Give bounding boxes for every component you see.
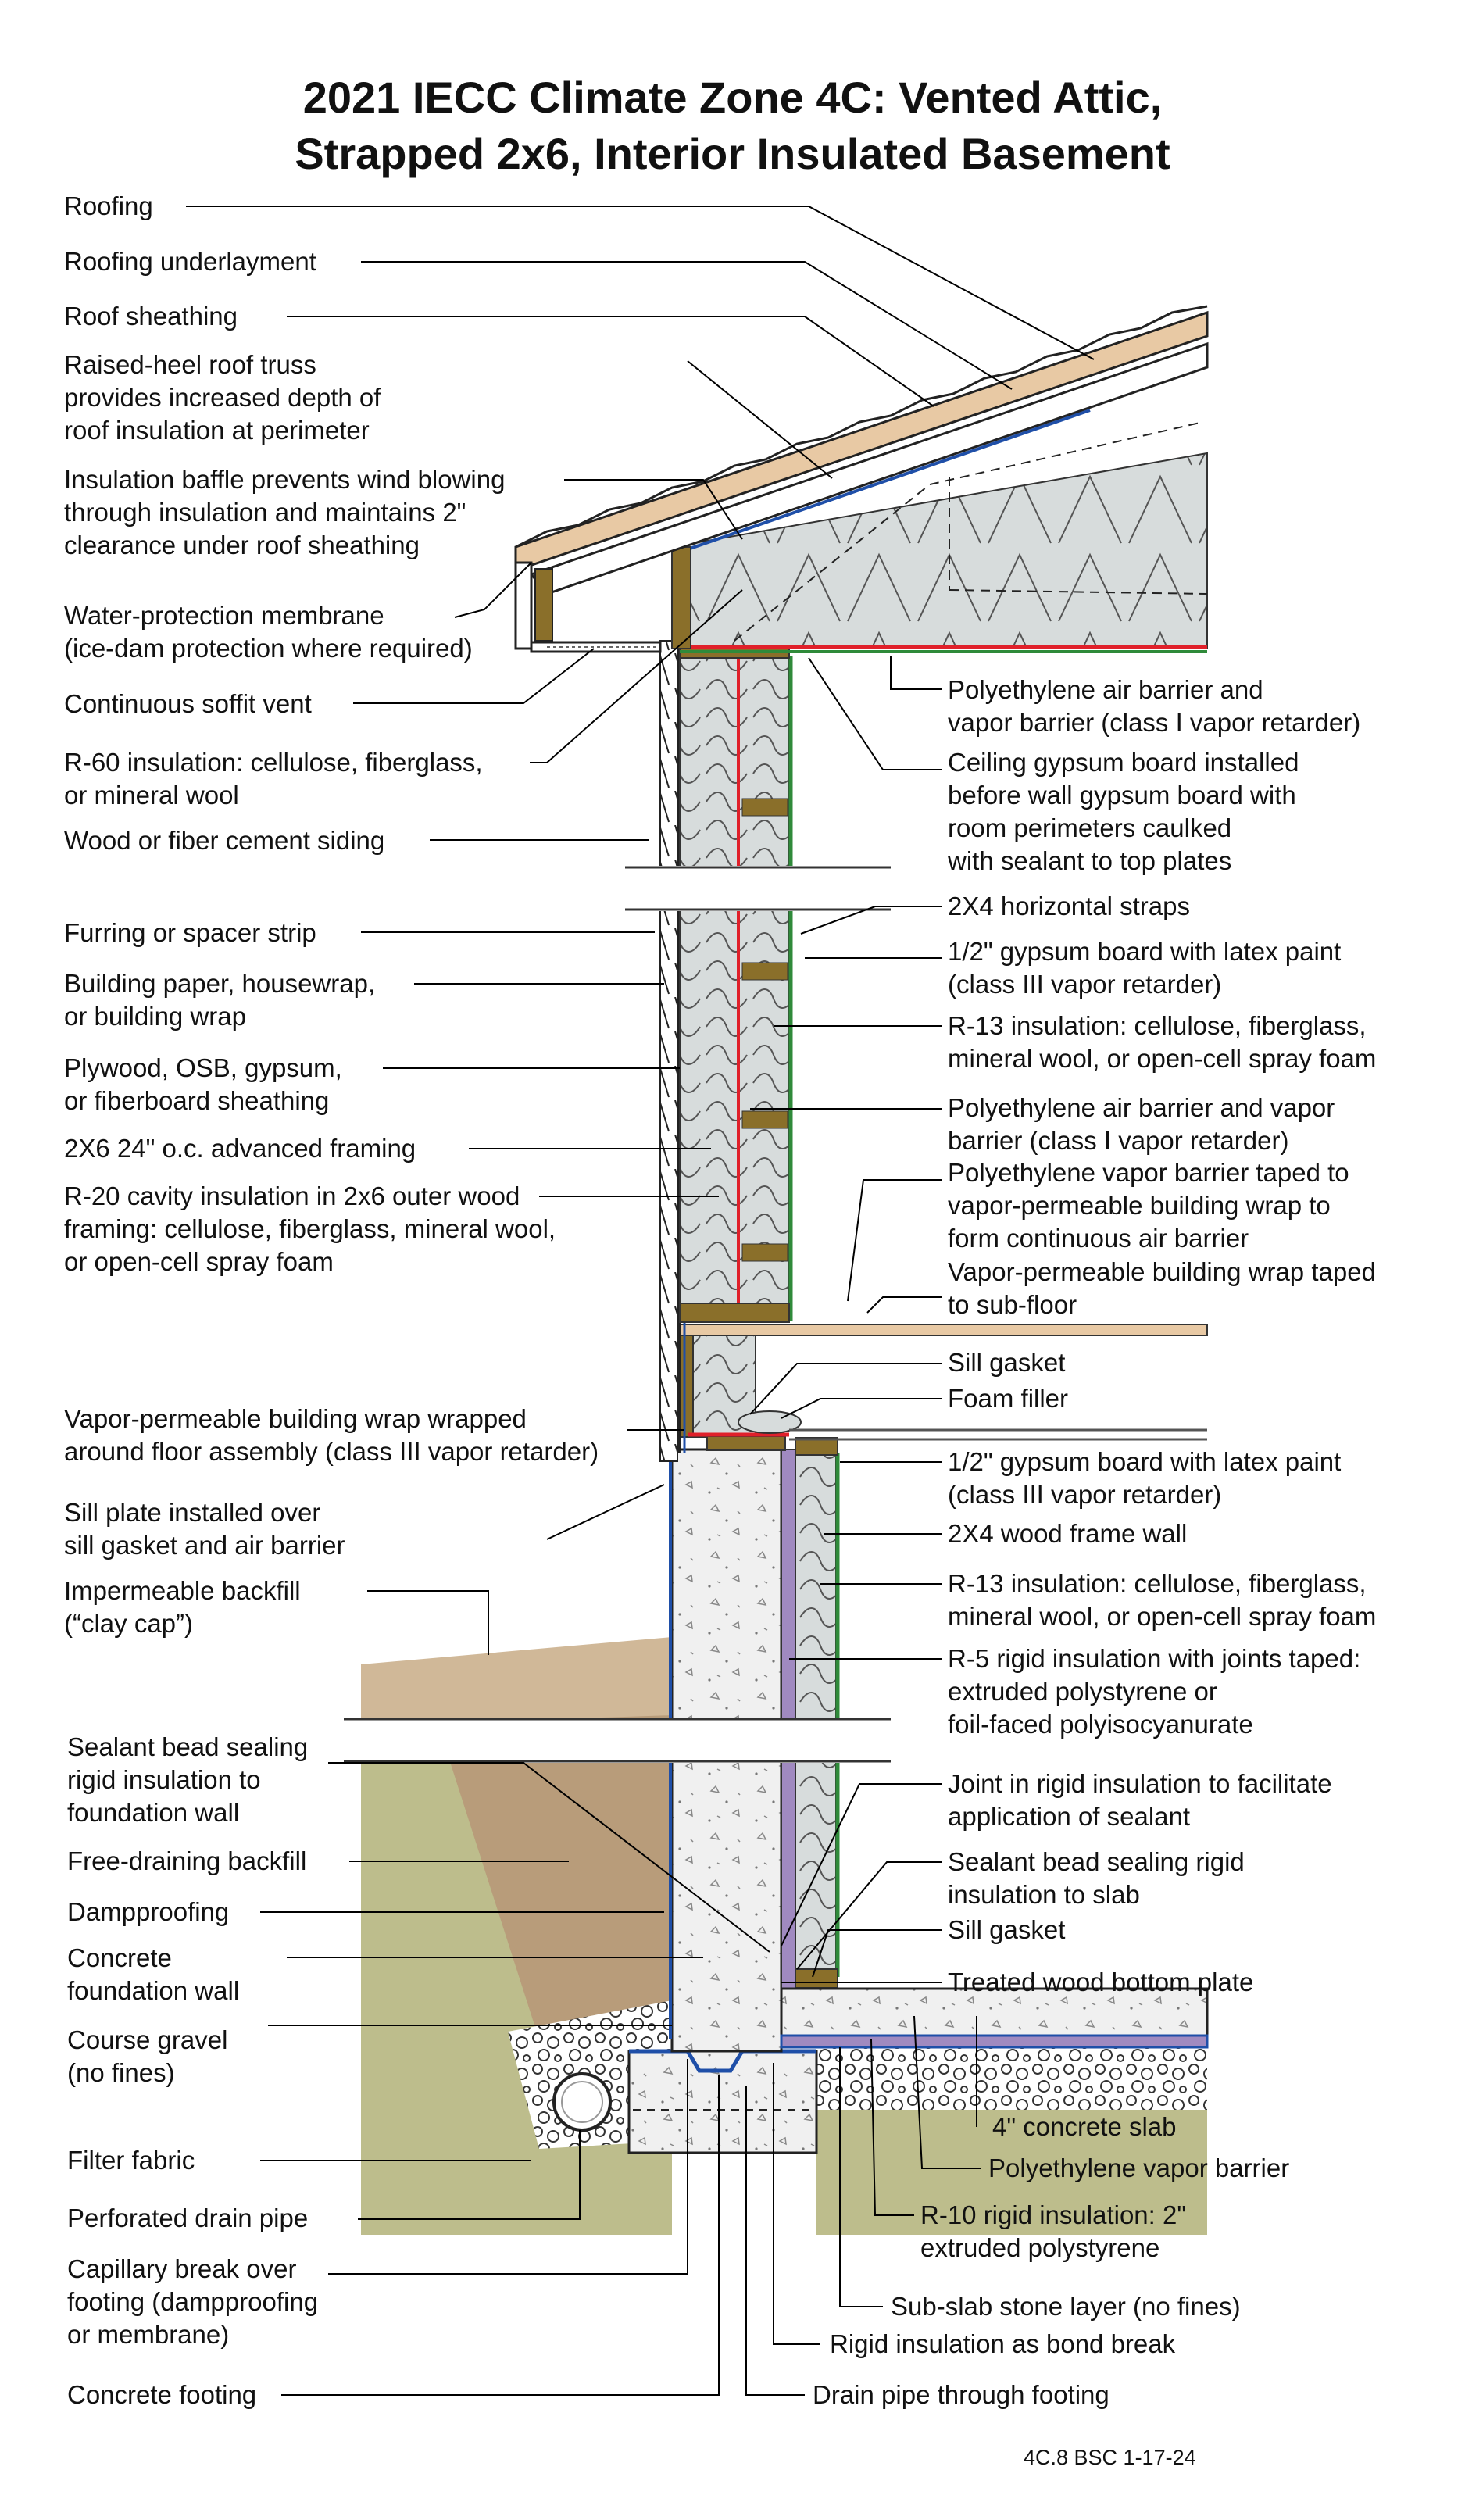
label-water-protection-membrane: Water-protection membrane(ice-dam protec… <box>64 601 473 663</box>
treated-bottom-plate <box>795 1968 838 1989</box>
label-roof-sheathing: Roof sheathing <box>64 302 238 331</box>
label-r10-rigid: R-10 rigid insulation: 2"extruded polyst… <box>920 2200 1187 2262</box>
leader-lines <box>186 206 1095 2396</box>
label-filter-fabric: Filter fabric <box>67 2146 195 2175</box>
heel-block <box>671 546 691 649</box>
sub-slab-gravel <box>816 2047 1207 2145</box>
sub-fascia <box>534 568 553 642</box>
label-building-paper: Building paper, housewrap,or building wr… <box>64 969 376 1031</box>
label-soffit-vent: Continuous soffit vent <box>64 689 312 718</box>
label-gypsum-wall: 1/2" gypsum board with latex paint(class… <box>948 937 1342 999</box>
diagram-title-line-2: Strapped 2x6, Interior Insulated Basemen… <box>295 129 1170 178</box>
bottom-plate-wall <box>679 1303 790 1323</box>
siding-shape <box>659 640 678 1462</box>
label-foam-filler: Foam filler <box>948 1384 1069 1413</box>
label-concrete-footing: Concrete footing <box>67 2380 257 2409</box>
subfloor-shape <box>675 1324 1208 1336</box>
label-wood-frame-wall: 2X4 wood frame wall <box>948 1519 1188 1548</box>
sill-plate <box>706 1435 786 1451</box>
label-sill-gasket-top: Sill gasket <box>948 1348 1066 1377</box>
roofing-shingles <box>515 305 1208 549</box>
label-drain-through-footing: Drain pipe through footing <box>813 2380 1109 2409</box>
label-sill-gasket-bottom: Sill gasket <box>948 1915 1066 1944</box>
concrete-footing-shape <box>627 2050 818 2154</box>
label-gypsum-basement: 1/2" gypsum board with latex paint(class… <box>948 1447 1342 1509</box>
label-horizontal-straps: 2X4 horizontal straps <box>948 892 1191 920</box>
label-r60-insulation: R-60 insulation: cellulose, fiberglass,o… <box>64 748 483 810</box>
label-perforated-drain-pipe: Perforated drain pipe <box>67 2204 309 2232</box>
outer-stud-wall <box>679 656 739 1321</box>
label-clay-cap: Impermeable backfill(“clay cap”) <box>64 1576 301 1638</box>
label-r5-rigid: R-5 rigid insulation with joints taped:e… <box>948 1644 1361 1739</box>
soffit-vent-shape <box>530 641 662 653</box>
label-sub-slab-stone: Sub-slab stone layer (no fines) <box>891 2292 1241 2321</box>
label-concrete-slab: 4" concrete slab <box>992 2112 1177 2141</box>
label-free-draining-backfill: Free-draining backfill <box>67 1846 307 1875</box>
baffle-line <box>671 409 1091 556</box>
label-r13-wall: R-13 insulation: cellulose, fiberglass,m… <box>948 1011 1377 1073</box>
label-sheathing: Plywood, OSB, gypsum,or fiberboard sheat… <box>64 1053 342 1115</box>
label-dampproofing: Dampproofing <box>67 1897 230 1926</box>
basement-insulation-shape <box>795 1453 837 1970</box>
inner-stud-wall <box>738 656 790 1321</box>
soil-zone <box>361 1637 1207 2235</box>
label-roofing-underlayment: Roofing underlayment <box>64 247 316 276</box>
poly-vapor-barrier-shape <box>780 2034 1209 2049</box>
label-poly-vapor-barrier: Polyethylene vapor barrier <box>988 2154 1290 2182</box>
label-roofing: Roofing <box>64 191 153 220</box>
free-draining-backfill-zone <box>438 1715 672 2039</box>
diagram-title-line-1: 2021 IECC Climate Zone 4C: Vented Attic, <box>302 73 1163 122</box>
document-stamp: 4C.8 BSC 1-17-24 <box>1024 2446 1196 2469</box>
label-advanced-framing: 2X6 24" o.c. advanced framing <box>64 1134 416 1163</box>
olive-under-gravel <box>816 2110 1207 2235</box>
clay-cap-backfill <box>361 1637 672 1731</box>
label-course-gravel: Course gravel(no fines) <box>67 2025 228 2087</box>
label-bottom-plate: Treated wood bottom plate <box>948 1968 1254 1996</box>
label-bond-break: Rigid insulation as bond break <box>830 2329 1176 2358</box>
basement-top-plate <box>795 1437 838 1456</box>
label-r13-basement: R-13 insulation: cellulose, fiberglass,m… <box>948 1569 1377 1631</box>
label-siding: Wood or fiber cement siding <box>64 826 385 855</box>
label-furring-strip: Furring or spacer strip <box>64 918 316 947</box>
label-r20-cavity: R-20 cavity insulation in 2x6 outer wood… <box>64 1181 556 1276</box>
